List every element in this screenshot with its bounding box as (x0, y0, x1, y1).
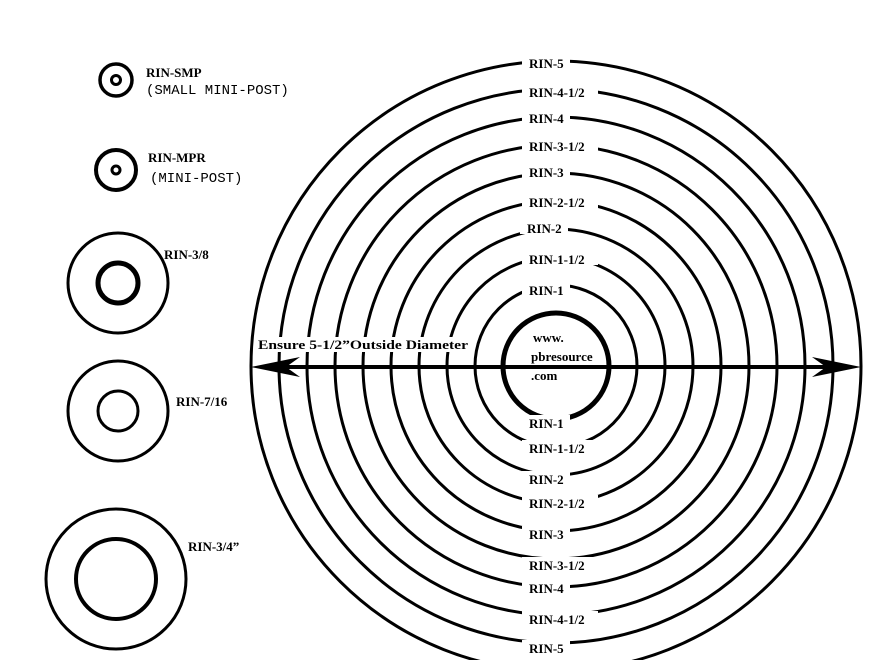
ring-label-top-rin-4: RIN-4 (529, 111, 564, 126)
washer-rin-3-8 (66, 231, 170, 335)
ring-label-bottom-rin-2: RIN-2 (529, 472, 564, 487)
ring-label-top-rin-5: RIN-5 (529, 56, 564, 71)
website-line-1: www. (533, 330, 564, 345)
washer-rin-smp (98, 62, 134, 98)
ring-label-bottom-rin-1: RIN-1 (529, 416, 564, 431)
diameter-note: Ensure 5-1/2”Outside Diameter (258, 337, 468, 352)
website-line-2: pbresource (531, 349, 593, 364)
ring-label-top-rin-4-1-2: RIN-4-1/2 (529, 85, 585, 100)
washer-code-rin-smp: RIN-SMP (146, 65, 202, 80)
washer-code-rin-mpr: RIN-MPR (148, 150, 206, 165)
washer-code-rin-3-8: RIN-3/8 (164, 247, 209, 262)
ring-label-bottom-rin-2-1-2: RIN-2-1/2 (529, 496, 585, 511)
ring-label-bottom-rin-3-1-2: RIN-3-1/2 (529, 558, 585, 573)
washer-code-rin-7-16: RIN-7/16 (176, 394, 228, 409)
arrow-head-left-icon (251, 357, 300, 377)
ring-label-bottom-rin-1-1-2: RIN-1-1/2 (529, 441, 585, 456)
ring-label-bottom-rin-4: RIN-4 (529, 581, 564, 596)
diameter-arrow (251, 357, 861, 377)
ring-label-bottom-rin-4-1-2: RIN-4-1/2 (529, 612, 585, 627)
washer-desc-rin-smp: (SMALL MINI-POST) (146, 83, 289, 99)
ring-label-top-rin-1-1-2: RIN-1-1/2 (529, 252, 585, 267)
ring-label-top-rin-3: RIN-3 (529, 165, 564, 180)
washer-code-rin-3-4: RIN-3/4” (188, 539, 239, 554)
washer-rin-mpr (94, 148, 138, 192)
washer-rin-7-16 (66, 359, 170, 463)
washer-rin-3-4 (44, 507, 188, 651)
ring-labels-bottom: RIN-1 RIN-1-1/2 RIN-2 RIN-2-1/2 RIN-3 RI… (522, 415, 598, 656)
ring-label-top-rin-3-1-2: RIN-3-1/2 (529, 139, 585, 154)
ring-label-top-rin-1: RIN-1 (529, 283, 564, 298)
diameter-note-background (256, 337, 470, 352)
washer-desc-rin-mpr: (MINI-POST) (150, 171, 242, 187)
ring-labels-top: RIN-5 RIN-4-1/2 RIN-4 RIN-3-1/2 RIN-3 RI… (520, 55, 598, 298)
website-line-3: .com (531, 368, 558, 383)
arrow-head-right-icon (812, 357, 861, 377)
ring-label-top-rin-2-1-2: RIN-2-1/2 (529, 195, 585, 210)
ring-label-bottom-rin-3: RIN-3 (529, 527, 564, 542)
website-text: www. pbresource .com (531, 330, 593, 383)
ring-label-top-rin-2: RIN-2 (527, 221, 562, 236)
ring-label-bottom-rin-5: RIN-5 (529, 641, 564, 656)
